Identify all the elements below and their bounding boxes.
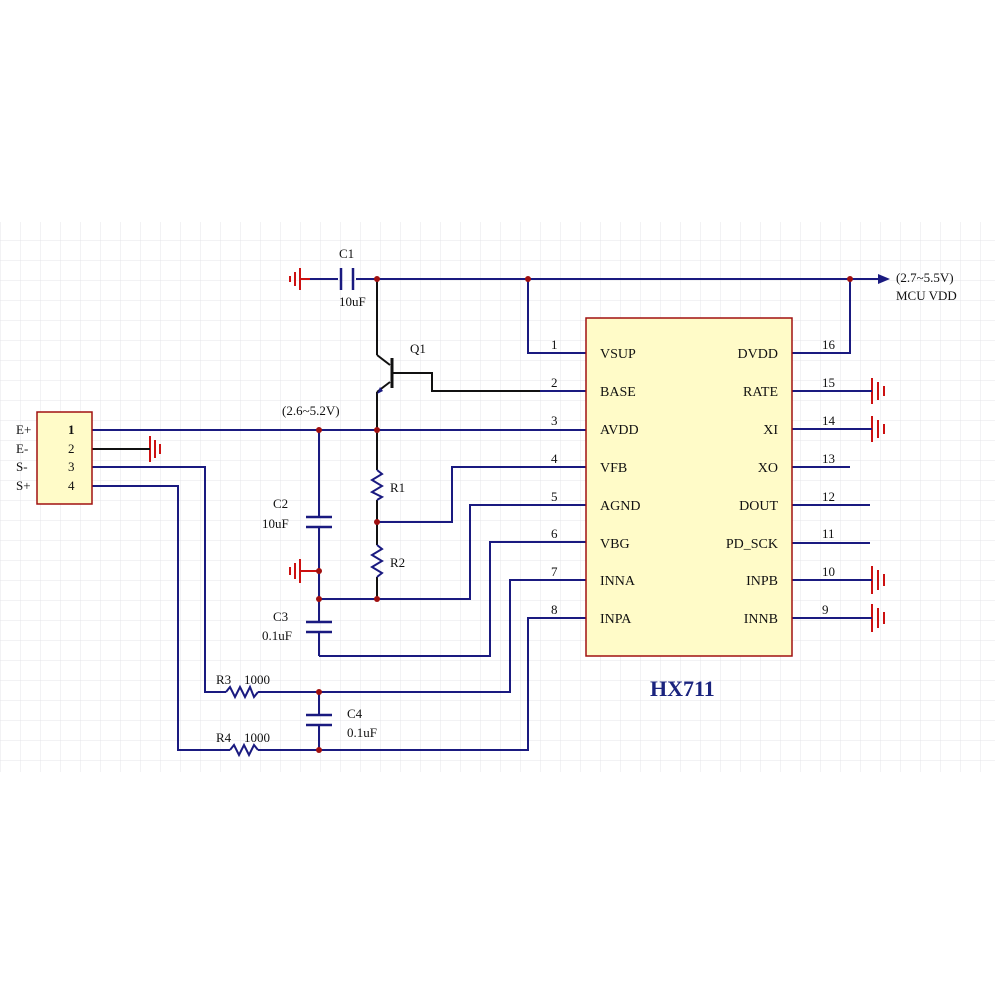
capacitor-c1 [339,268,355,290]
mcu-range-label: (2.7~5.5V) [896,270,954,285]
connector-pin-4-label: S+ [16,478,31,493]
r3-name: R3 [216,672,231,687]
ground-symbol-c1 [289,268,310,290]
avdd-range-label: (2.6~5.2V) [282,403,340,418]
connector-body [36,411,93,505]
pin-2-name: BASE [600,385,636,400]
pin-4-number: 4 [551,451,558,466]
connector-pin-3-label: S- [16,459,28,474]
pin-3-name: AVDD [600,423,639,438]
chip-left-pin-names: VSUP BASE AVDD VFB AGND VBG INNA INPA [600,347,640,627]
c3-name: C3 [273,609,288,624]
mcu-vdd-arrow [878,274,890,284]
resistor-r1 [369,469,385,501]
pin-12-number: 12 [822,489,835,504]
pin-9-number: 9 [822,602,829,617]
pin-4-name: VFB [600,461,627,476]
grid-background [0,222,995,772]
pin-7-name: INNA [600,574,636,589]
pin-15-name: RATE [743,385,778,400]
chip-title: HX711 [650,676,715,701]
pin-8-name: INPA [600,612,632,627]
junction-dots [316,276,853,753]
pin-14-number: 14 [822,413,836,428]
wires [92,278,886,751]
connector-pin-4-num: 4 [68,478,75,493]
connector-pin-1-label: E+ [16,422,31,437]
capacitor-c4 [306,713,332,727]
pin-11-name: PD_SCK [726,537,778,552]
pin-13-name: XO [758,461,778,476]
chip-right-pin-numbers: 16 15 14 13 12 11 10 9 [822,337,836,617]
pin-10-name: INPB [746,574,778,589]
c1-value: 10uF [339,294,366,309]
pin-7-number: 7 [551,564,558,579]
capacitor-c2 [306,515,332,529]
pin-12-name: DOUT [739,499,778,514]
capacitor-c3 [306,620,332,634]
c2-name: C2 [273,496,288,511]
pin-6-name: VBG [600,537,630,552]
pin-14-name: XI [763,423,778,438]
connector-pin-3-num: 3 [68,459,75,474]
c1-name: C1 [339,246,354,261]
hx711-chip-body [585,317,793,657]
c3-value: 0.1uF [262,628,292,643]
pin-9-name: INNB [744,612,778,627]
chip-right-pin-names: DVDD RATE XI XO DOUT PD_SCK INPB INNB [726,347,779,627]
pin-3-number: 3 [551,413,558,428]
c4-value: 0.1uF [347,725,377,740]
pin-16-number: 16 [822,337,836,352]
pin-5-name: AGND [600,499,640,514]
r3-value: 1000 [244,672,270,687]
pin-5-number: 5 [551,489,558,504]
q1-name: Q1 [410,341,426,356]
resistor-r2 [370,544,384,578]
c4-name: C4 [347,706,363,721]
pin-13-number: 13 [822,451,835,466]
connector-pin-2-label: E- [16,441,28,456]
connector-pin-2-num: 2 [68,441,75,456]
pin-6-number: 6 [551,526,558,541]
transistor-q1 [377,358,398,394]
pin-1-name: VSUP [600,347,636,362]
pin-11-number: 11 [822,526,835,541]
r4-value: 1000 [244,730,270,745]
pin-16-name: DVDD [738,347,778,362]
mcu-vdd-label: MCU VDD [896,288,957,303]
pin-15-number: 15 [822,375,835,390]
c2-value: 10uF [262,516,289,531]
pin-1-number: 1 [551,337,558,352]
resistor-r4 [229,742,259,758]
resistor-r3 [225,684,259,700]
pin-8-number: 8 [551,602,558,617]
chip-left-pin-numbers: 1 2 3 4 5 6 7 8 [551,337,558,617]
connector-pin-1-num: 1 [68,422,75,437]
r2-name: R2 [390,555,405,570]
r1-name: R1 [390,480,405,495]
r4-name: R4 [216,730,232,745]
pin-10-number: 10 [822,564,835,579]
pin-2-number: 2 [551,375,558,390]
